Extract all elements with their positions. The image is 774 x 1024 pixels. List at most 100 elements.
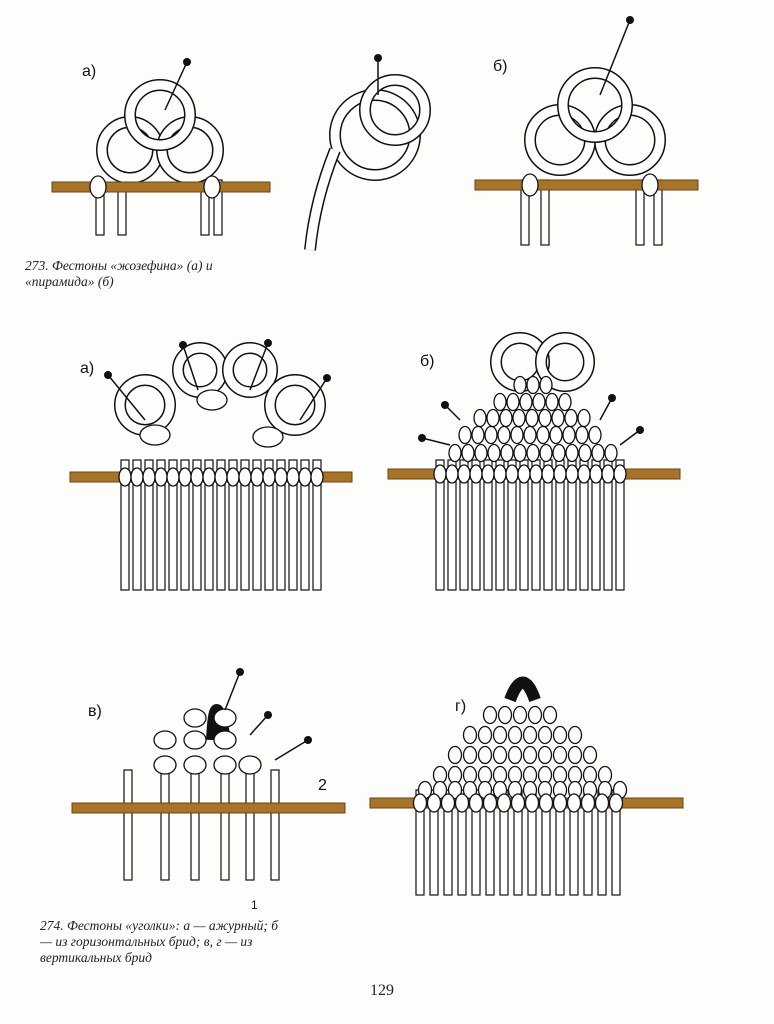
knot — [512, 408, 526, 428]
knot — [566, 793, 582, 813]
knot — [582, 745, 598, 765]
cord — [120, 459, 130, 591]
cord — [252, 459, 262, 591]
cord — [264, 459, 274, 591]
cord — [495, 459, 505, 591]
cord — [132, 459, 142, 591]
knot — [274, 467, 288, 487]
knot — [183, 730, 207, 750]
knot — [539, 443, 553, 463]
knot — [525, 408, 539, 428]
knot — [461, 443, 475, 463]
knot — [477, 745, 493, 765]
knot — [474, 443, 488, 463]
cord — [228, 459, 238, 591]
pin — [182, 344, 199, 391]
knot — [577, 464, 591, 484]
pin — [619, 429, 641, 446]
cord — [190, 769, 200, 881]
knot — [492, 725, 508, 745]
knot — [458, 425, 472, 445]
knot — [551, 408, 565, 428]
cord — [144, 459, 154, 591]
pin — [107, 374, 146, 421]
knot — [513, 375, 527, 395]
knot — [469, 464, 483, 484]
cord — [276, 459, 286, 591]
pin-head — [264, 711, 272, 719]
cord — [615, 459, 625, 591]
knot — [538, 408, 552, 428]
knot — [477, 725, 493, 745]
knot — [298, 467, 312, 487]
pin-head — [104, 371, 112, 379]
knot — [89, 175, 107, 199]
pin-head — [264, 339, 272, 347]
knot — [139, 424, 171, 446]
knot — [433, 464, 447, 484]
knot — [250, 467, 264, 487]
knot — [462, 725, 478, 745]
knot — [522, 725, 538, 745]
caption-273: 273. Фестоны «жозефина» (а) и «пирамида»… — [25, 258, 213, 289]
knot — [527, 705, 543, 725]
knot — [153, 755, 177, 775]
pin — [249, 342, 269, 391]
pin-head — [304, 736, 312, 744]
knot — [594, 793, 610, 813]
knot — [524, 793, 540, 813]
knot — [565, 464, 579, 484]
knot — [310, 467, 324, 487]
knot — [588, 425, 602, 445]
knot — [567, 745, 583, 765]
cord — [192, 459, 202, 591]
cord — [123, 769, 133, 881]
knot — [565, 443, 579, 463]
knot — [252, 426, 284, 448]
marker-2: 2 — [318, 777, 327, 794]
cord — [507, 459, 517, 591]
knot — [468, 793, 484, 813]
cord-loop-fill — [125, 80, 195, 150]
cord — [168, 459, 178, 591]
pin — [249, 714, 269, 736]
label-273a: а) — [82, 63, 97, 80]
knot — [519, 392, 533, 412]
knot — [238, 755, 262, 775]
knot — [552, 443, 566, 463]
cord-loop-fill — [115, 375, 175, 435]
cord — [435, 459, 445, 591]
knot — [575, 425, 589, 445]
knot — [542, 705, 558, 725]
knot — [286, 467, 300, 487]
knot — [492, 745, 508, 765]
pin-head — [183, 58, 191, 66]
cord — [483, 459, 493, 591]
pin — [164, 61, 188, 111]
rod — [474, 179, 699, 191]
knot — [510, 425, 524, 445]
caption-274: 274. Фестоны «уголки»: а — ажурный; б — … — [40, 918, 278, 965]
knot — [604, 443, 618, 463]
knot — [553, 464, 567, 484]
knot — [552, 793, 568, 813]
label-274v: в) — [88, 703, 102, 720]
knot — [522, 745, 538, 765]
knot — [178, 467, 192, 487]
knot — [482, 705, 498, 725]
cord — [216, 459, 226, 591]
label-row2b: б) — [420, 353, 435, 370]
knot — [440, 793, 456, 813]
cord — [288, 459, 298, 591]
knot — [454, 793, 470, 813]
knot — [499, 408, 513, 428]
knot — [558, 392, 572, 412]
knot — [473, 408, 487, 428]
knot — [552, 725, 568, 745]
cord-loop-fill — [360, 75, 430, 145]
knot — [591, 443, 605, 463]
knot — [562, 425, 576, 445]
knot — [238, 467, 252, 487]
knot — [507, 725, 523, 745]
marker-1: 1 — [251, 898, 258, 912]
